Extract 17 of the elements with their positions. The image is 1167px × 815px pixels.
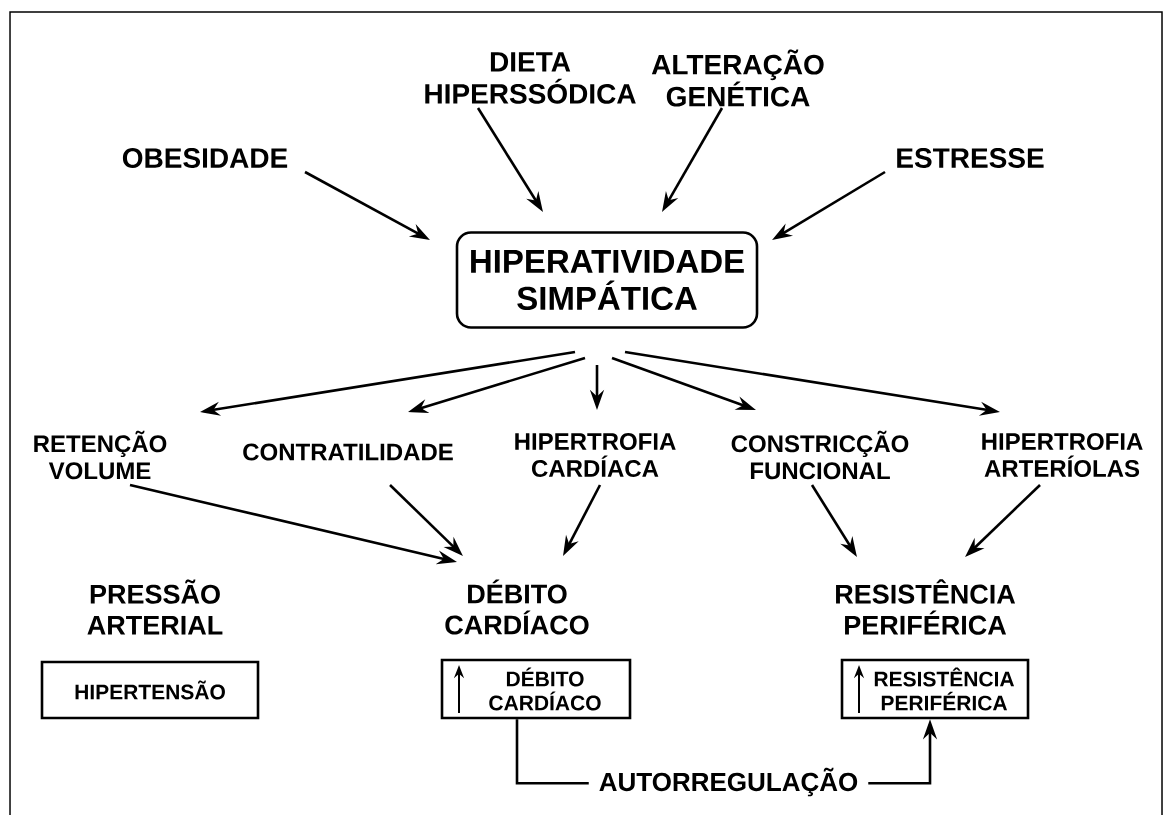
effect-label: CONSTRICÇÃO FUNCIONAL <box>731 430 909 480</box>
effect-label: CONTRATILIDADE <box>243 443 453 461</box>
rounded-box: HIPERATIVIDADE SIMPÁTICA <box>455 231 759 329</box>
factor-label: ALTERAÇÃO GENÉTICA <box>651 49 824 107</box>
heading-label: RESISTÊNCIA PERIFÉRICA <box>836 579 1016 635</box>
outcome-box: RESISTÊNCIA PERIFÉRICA <box>840 658 1030 720</box>
outcome-box: HIPERTENSÃO <box>40 660 260 720</box>
effect-label: HIPERTROFIA ARTERÍOLAS <box>982 433 1143 477</box>
effect-label: RETENÇÃO VOLUME <box>34 430 167 480</box>
factor-label: ESTRESSE <box>897 148 1044 168</box>
heading-label: DÉBITO CARDÍACO <box>445 579 589 635</box>
heading-label: PRESSÃO ARTERIAL <box>87 579 223 635</box>
outcome-box: DÉBITO CARDÍACO <box>440 658 632 720</box>
factor-label: DIETA HIPERSSÓDICA <box>425 52 636 104</box>
edge-label: AUTORREGULAÇÃO <box>588 765 869 799</box>
effect-label: HIPERTROFIA CARDÍACA <box>515 433 676 477</box>
factor-label: OBESIDADE <box>122 148 288 168</box>
